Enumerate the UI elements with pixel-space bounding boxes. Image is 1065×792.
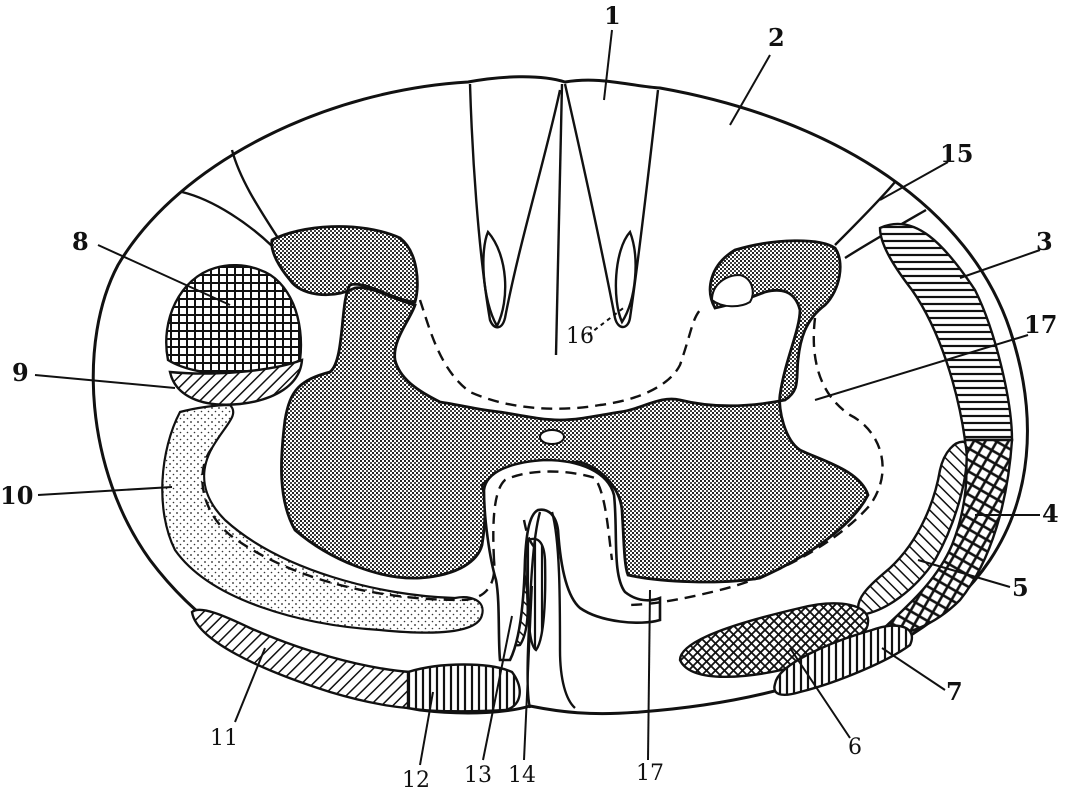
dorsal-column-right: [563, 83, 660, 329]
dashed-boundary-fissure: [492, 470, 614, 561]
dorsal-column-left: [468, 83, 562, 329]
fissure-wall-right: [550, 511, 576, 709]
fissure-wall-left: [526, 511, 542, 709]
leader-12: [419, 691, 434, 766]
tract-10-dotted: [161, 403, 484, 634]
leader-9: [34, 374, 176, 389]
label-15: 15: [940, 139, 973, 168]
dorsal-horn-notch-right: [614, 229, 637, 325]
leader-17b: [647, 589, 651, 761]
label-17-right: 17: [1024, 310, 1057, 339]
leader-14: [523, 585, 533, 761]
dashed-boundary-dorsal: [418, 299, 701, 410]
leader-13: [482, 615, 513, 761]
dorsal-root-line-left-upper: [230, 149, 280, 239]
label-16: 16: [566, 324, 594, 349]
leader-8: [97, 244, 231, 306]
label-1: 1: [604, 1, 621, 30]
tract-12-vertical: [406, 663, 521, 713]
leader-1: [603, 29, 613, 101]
posterior-median-septum: [554, 83, 564, 356]
tract-6-crosshatch: [678, 602, 870, 678]
label-3: 3: [1036, 227, 1053, 256]
dorsal-horn-notch-left: [482, 229, 507, 329]
label-17-bottom: 17: [636, 761, 664, 786]
leader-7: [881, 647, 946, 691]
tract-9-hatched: [168, 358, 304, 406]
dorsal-root-entry-right: [834, 181, 896, 246]
dorsal-horn-cap-right: [710, 273, 754, 308]
dashed-boundary-left: [201, 447, 496, 602]
gray-matter: [270, 225, 870, 584]
anterior-median-fissure: [482, 458, 662, 662]
label-2: 2: [768, 23, 785, 52]
leader-11: [234, 647, 266, 723]
leader-15: [879, 161, 949, 201]
label-9: 9: [12, 358, 29, 387]
leader-10: [37, 486, 173, 496]
label-5: 5: [1012, 573, 1029, 602]
label-13: 13: [464, 763, 492, 788]
label-12: 12: [402, 768, 430, 792]
label-10: 10: [0, 481, 33, 510]
label-14: 14: [508, 763, 536, 788]
dashed-boundary-fissure-inner: [522, 519, 536, 549]
leader-17a: [814, 334, 1029, 401]
label-6: 6: [848, 735, 862, 760]
label-7: 7: [946, 677, 963, 706]
label-4: 4: [1042, 499, 1059, 528]
central-canal: [539, 429, 565, 445]
tract-5-diagonal: [857, 440, 968, 617]
leader-2: [729, 54, 771, 126]
leader-5: [917, 559, 1011, 588]
leader-6: [789, 647, 851, 739]
dorsal-root-line-left-lower: [181, 190, 273, 247]
label-11: 11: [210, 726, 238, 751]
leader-3: [959, 249, 1041, 279]
label-8: 8: [72, 227, 89, 256]
